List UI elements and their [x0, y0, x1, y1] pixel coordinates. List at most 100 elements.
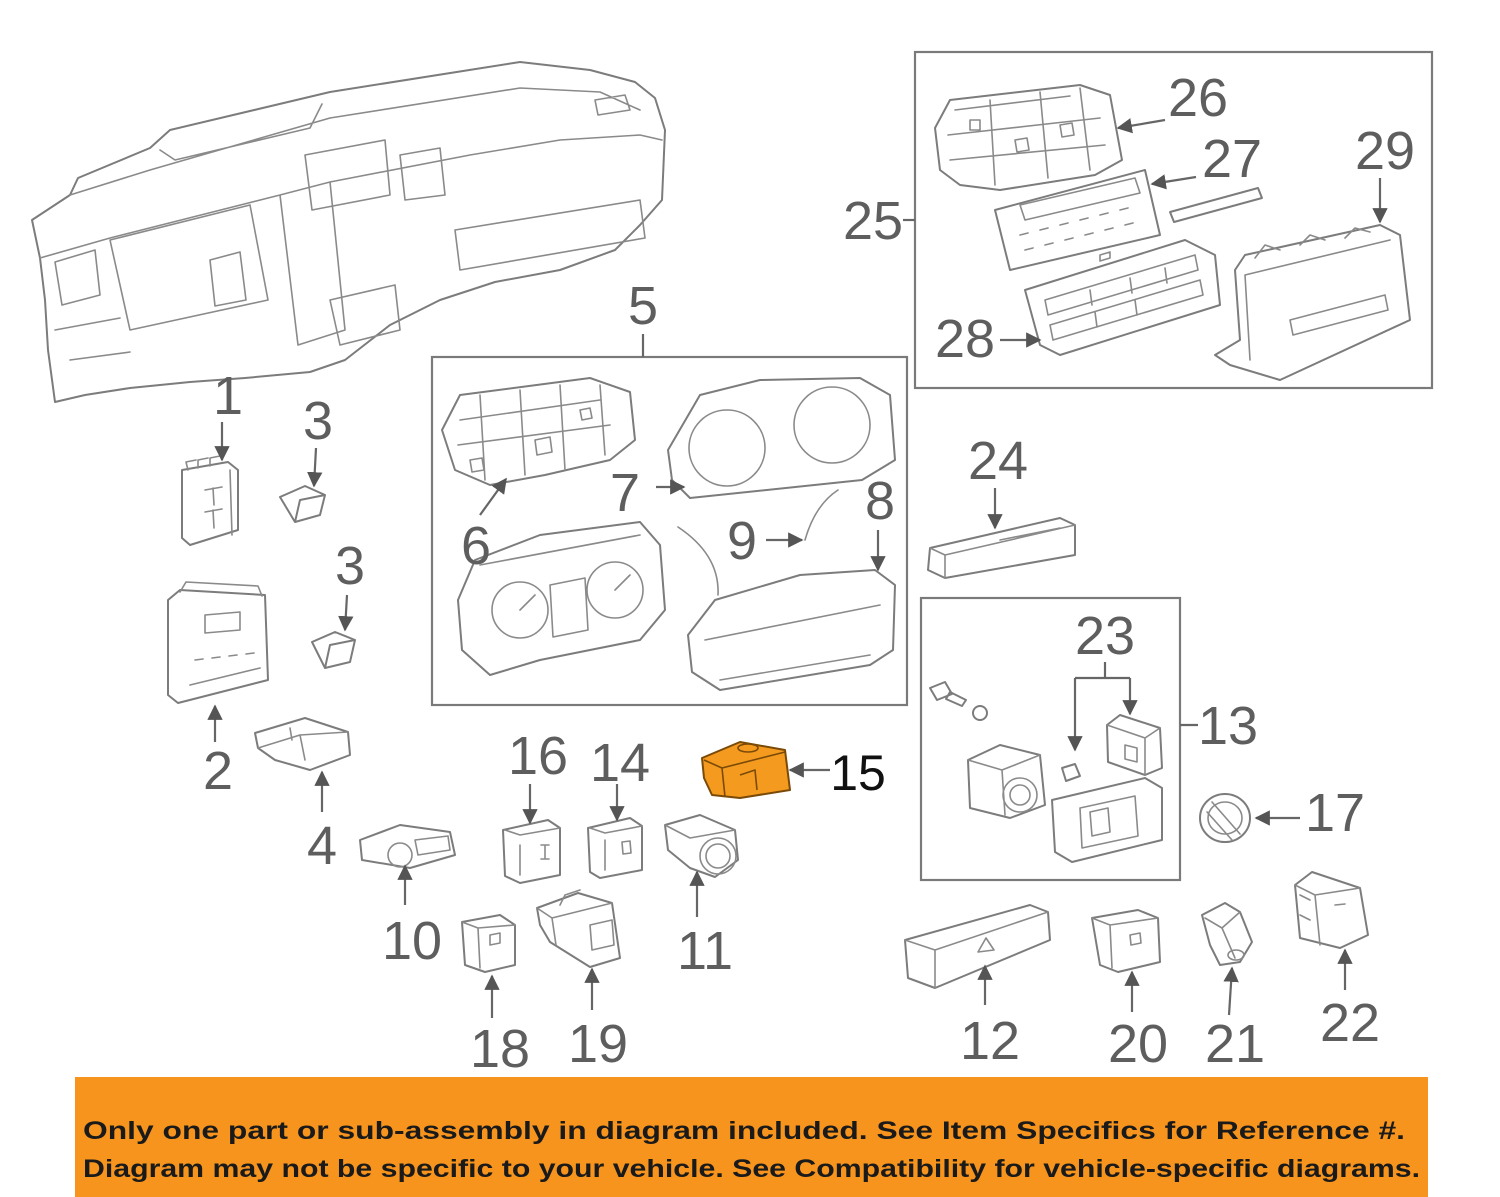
- part-8-cluster-lens: [687, 569, 896, 691]
- part-10-headlamp-switch: [359, 824, 456, 869]
- callout-17: 17: [1305, 783, 1365, 843]
- callout-13: 13: [1198, 696, 1258, 756]
- callout-10: 10: [382, 911, 442, 971]
- part-11-detail: [664, 824, 737, 875]
- part-15-highlighted: [701, 741, 791, 799]
- part-27-trim-strip: [1169, 187, 1263, 223]
- callout-4: 4: [307, 816, 337, 876]
- callout-21: 21: [1205, 1014, 1265, 1074]
- part-19-switch: [536, 889, 621, 968]
- callout-arrow-21: [1223, 966, 1239, 1016]
- part-24-outline: [927, 517, 1076, 579]
- callout-11: 11: [677, 921, 733, 981]
- part-4-bracket: [254, 717, 351, 771]
- part-12-detail: [904, 911, 1049, 989]
- callout-arrow-3-upper: [307, 447, 323, 488]
- part-1-detail: [185, 455, 233, 536]
- callout-5: 5: [628, 276, 658, 336]
- part-13-bolt: [929, 681, 967, 707]
- part-6-cluster-board: [441, 377, 636, 486]
- part-14-detail: [589, 825, 643, 871]
- callout-25: 25: [843, 191, 903, 251]
- callout-8: 8: [865, 471, 895, 531]
- part-7-cluster-bezel: [667, 377, 896, 499]
- callout-24: 24: [968, 431, 1028, 491]
- callout-15: 15: [830, 745, 886, 801]
- part-13-switch-assembly: [929, 681, 1163, 863]
- part-13-dial-switch: [967, 744, 1046, 819]
- part-2-detail: [179, 581, 263, 686]
- part-11-start-button: [664, 814, 739, 878]
- part-14-outline: [587, 817, 643, 879]
- disclaimer-line-1: Only one part or sub-assembly in diagram…: [83, 1117, 1405, 1145]
- part-22-detail: [1294, 884, 1361, 946]
- instrument-panel-outline: [31, 61, 666, 403]
- part-6-outline: [441, 377, 636, 486]
- instrument-cluster-detail: [479, 534, 644, 639]
- callout-3-upper: 3: [303, 391, 333, 451]
- part-29-detail: [1244, 227, 1391, 361]
- part-22-switch: [1294, 871, 1369, 949]
- callout-1: 1: [213, 366, 243, 426]
- part-14-switch: [587, 817, 643, 879]
- part-29-bezel-assembly: [1214, 224, 1411, 381]
- part-23-pin: [1061, 763, 1081, 782]
- part-13-dial-detail: [967, 754, 1041, 816]
- part-7-detail: [688, 386, 871, 487]
- part-19-detail: [536, 889, 615, 951]
- part-20-detail: [1091, 917, 1159, 969]
- part-13-bezel: [1051, 777, 1163, 863]
- part-21-socket: [1201, 902, 1253, 966]
- callout-labels: 1 3 3 2 4 5 6 7 8 9 10 11 12 13 14 15 16…: [203, 68, 1415, 1079]
- callout-26: 26: [1168, 68, 1228, 128]
- part-23-switch-detail: [1106, 724, 1161, 776]
- disclaimer-line-2: Diagram may not be specific to your vehi…: [83, 1155, 1420, 1183]
- instrument-cluster: [457, 521, 666, 676]
- part-26-circuit-board: [934, 84, 1123, 191]
- part-23-switch: [1106, 714, 1163, 776]
- part-27-display-panel: [994, 169, 1161, 271]
- part-4-detail: [257, 727, 349, 761]
- part-16-outline: [502, 819, 561, 884]
- part-28-detail: [1044, 251, 1204, 341]
- part-8-outline: [687, 569, 896, 691]
- part-15-detail: [703, 743, 786, 798]
- callout-28: 28: [935, 309, 995, 369]
- callout-bracket-23: [1075, 662, 1130, 680]
- part-29-outline: [1214, 224, 1411, 381]
- callout-22: 22: [1320, 993, 1380, 1053]
- callout-arrow-26: [1116, 118, 1166, 134]
- part-18-detail: [461, 921, 516, 969]
- part-21-detail: [1204, 911, 1245, 961]
- callout-2: 2: [203, 741, 233, 801]
- part-27-outline: [994, 169, 1161, 271]
- part-16-switch: [502, 819, 561, 884]
- callout-arrow-3-lower: [338, 594, 354, 632]
- part-18-switch: [461, 914, 516, 973]
- part-13-nut: [972, 705, 988, 721]
- disclaimer-banner: Only one part or sub-assembly in diagram…: [75, 1077, 1428, 1197]
- part-18-outline: [461, 914, 516, 973]
- part-20-switch: [1091, 909, 1161, 973]
- callout-6: 6: [461, 516, 491, 576]
- callout-arrow-6: [479, 477, 507, 516]
- callout-12: 12: [960, 1011, 1020, 1071]
- instrument-panel-detail: [39, 87, 663, 361]
- part-12-hazard-switch: [904, 904, 1051, 989]
- callout-arrows: [207, 118, 1388, 1018]
- part-21-outline: [1201, 902, 1253, 966]
- part-13-bezel-detail: [1079, 795, 1139, 849]
- callout-arrow-27: [1150, 174, 1197, 190]
- part-22-outline: [1294, 871, 1369, 949]
- part-12-outline: [904, 904, 1051, 989]
- part-2-outline: [167, 589, 269, 704]
- callout-18: 18: [470, 1019, 530, 1079]
- callout-14: 14: [590, 733, 650, 793]
- instrument-panel-illustration: [31, 61, 666, 403]
- part-16-detail: [504, 827, 561, 876]
- part-3-clip-upper: [279, 485, 326, 523]
- part-24-trim-panel: [927, 517, 1076, 579]
- part-17-knob: [1199, 793, 1251, 843]
- group-13-frame: [919, 596, 1182, 882]
